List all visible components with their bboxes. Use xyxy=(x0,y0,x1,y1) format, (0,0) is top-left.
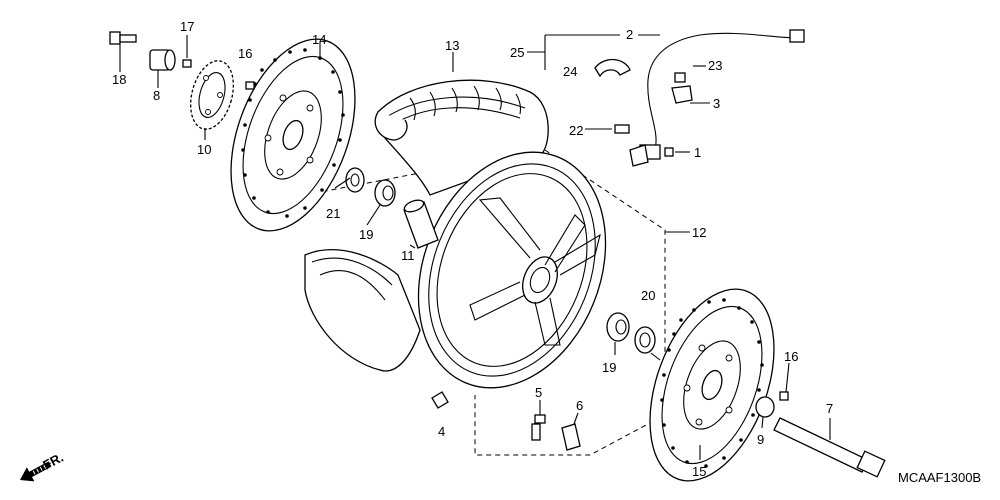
bolt-23-part xyxy=(674,72,686,83)
distance-collar-11-part xyxy=(403,199,439,249)
clamp-6-part xyxy=(561,423,581,451)
callout-11: 11 xyxy=(401,248,415,263)
brake-disc-right-part xyxy=(649,288,775,482)
callout-2: 2 xyxy=(626,27,633,42)
callout-14: 14 xyxy=(312,32,326,47)
bolt-17-part xyxy=(182,59,192,68)
tire-lower-part xyxy=(304,249,421,372)
brake-disc-left-part xyxy=(230,38,356,232)
callout-16-lower: 16 xyxy=(784,349,798,364)
callout-12: 12 xyxy=(692,225,706,240)
bolt-5-part xyxy=(531,414,546,441)
callout-10: 10 xyxy=(197,142,211,157)
callout-1: 1 xyxy=(694,145,701,160)
wheel-rim-part xyxy=(417,151,607,389)
collar-8-part xyxy=(149,49,176,71)
callout-23: 23 xyxy=(708,58,722,73)
clamp-3-part xyxy=(671,85,693,104)
callout-7: 7 xyxy=(826,401,833,416)
speed-sensor-2-part xyxy=(629,29,805,167)
callout-19-upper: 19 xyxy=(359,227,373,242)
callout-22: 22 xyxy=(569,123,583,138)
callout-18: 18 xyxy=(112,72,126,87)
dust-seal-20-part xyxy=(634,326,656,354)
callout-6: 6 xyxy=(576,398,583,413)
side-collar-9-part xyxy=(755,396,775,418)
disc-right-holes xyxy=(660,298,764,468)
callout-24: 24 xyxy=(563,64,577,79)
callout-13: 13 xyxy=(445,38,459,53)
callout-5: 5 xyxy=(535,385,542,400)
pulser-ring-part xyxy=(190,60,234,130)
front-direction-arrow: FR. xyxy=(20,450,66,482)
bolt-22-part xyxy=(614,124,630,134)
callout-4: 4 xyxy=(438,424,445,439)
axle-7-part xyxy=(773,417,886,478)
bolt-16-upper-part xyxy=(245,81,255,90)
valve-4-part xyxy=(431,391,449,409)
callout-20: 20 xyxy=(641,288,655,303)
callout-8: 8 xyxy=(153,88,160,103)
callout-labels: 18 8 17 16 10 14 13 25 2 24 23 3 22 1 12… xyxy=(112,19,833,479)
bolt-18-part xyxy=(109,31,137,45)
bearing-19-lower-part xyxy=(606,312,630,342)
bolt-16-lower-part xyxy=(779,391,789,401)
leader-lines xyxy=(119,34,831,460)
callout-3: 3 xyxy=(713,96,720,111)
disc-left-holes xyxy=(241,48,345,218)
diagram-code: MCAAF1300B xyxy=(898,470,981,485)
callout-17: 17 xyxy=(180,19,194,34)
callout-16-upper: 16 xyxy=(238,46,252,61)
callout-9: 9 xyxy=(757,432,764,447)
callout-21: 21 xyxy=(326,206,340,221)
dust-seal-21-part xyxy=(345,167,365,193)
callout-15: 15 xyxy=(692,464,706,479)
bolt-1-part xyxy=(664,147,674,157)
callout-19-lower: 19 xyxy=(602,360,616,375)
bearing-19-upper-part xyxy=(374,179,396,207)
callout-25: 25 xyxy=(510,45,524,60)
clamp-24-part xyxy=(594,58,631,78)
arrow-icon xyxy=(20,461,52,482)
